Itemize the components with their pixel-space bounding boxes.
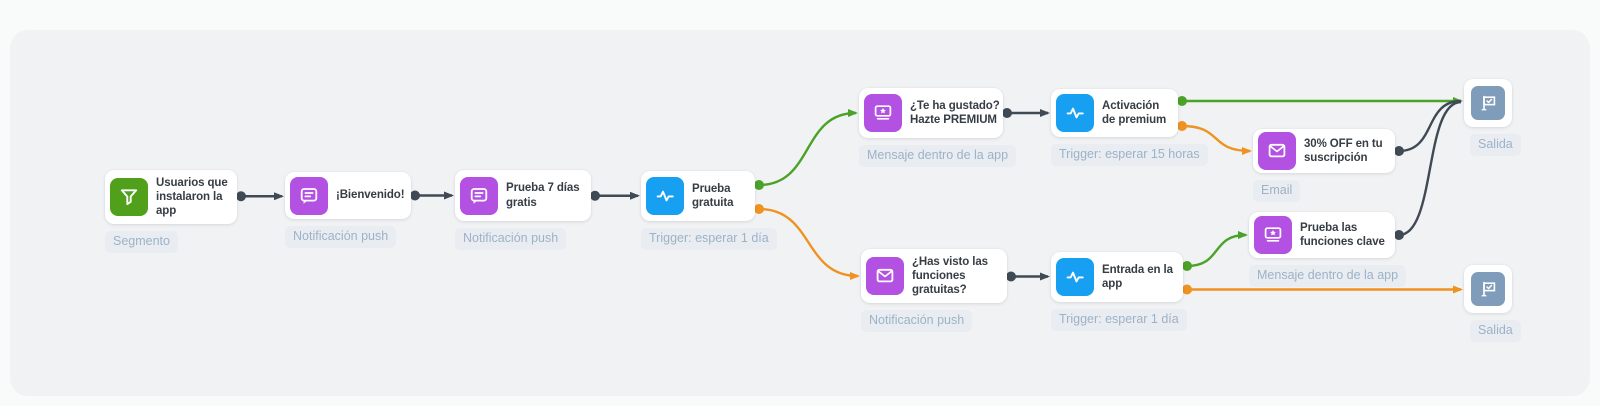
node-type-badge: Salida	[1470, 320, 1521, 342]
filter-icon	[110, 178, 148, 216]
ticket-icon	[1254, 216, 1292, 254]
node-type-badge: Email	[1253, 180, 1301, 202]
edge-premium-activation-to-discount[interactable]	[1181, 124, 1252, 155]
pulse-icon	[1056, 258, 1094, 296]
node-title: Usuarios que instalaron la app	[156, 176, 228, 217]
node-trial7[interactable]: Prueba 7 días gratis	[455, 170, 591, 221]
node-title: ¡Bienvenido!	[336, 189, 405, 202]
chat-icon	[290, 176, 328, 215]
node-exit-bottom[interactable]	[1464, 265, 1512, 313]
node-type-badge: Salida	[1470, 134, 1521, 156]
node-type-badge: Segmento	[105, 231, 178, 253]
edge-key-features-to-exit-top[interactable]	[1398, 100, 1462, 237]
node-type-badge: Notificación push	[861, 310, 973, 332]
node-app-entry[interactable]: Entrada en la app	[1051, 252, 1183, 302]
node-type-badge: Notificación push	[285, 226, 397, 248]
node-title: Prueba 7 días gratis	[506, 182, 580, 209]
node-key-features[interactable]: Prueba las funciones clave	[1249, 212, 1395, 258]
node-segment[interactable]: Usuarios que instalaron la app	[105, 170, 237, 224]
node-exit-top[interactable]	[1464, 79, 1512, 127]
pulse-icon	[1056, 94, 1094, 132]
mail-icon	[866, 257, 904, 295]
ticket-icon	[864, 94, 902, 132]
edge-app-entry-to-key-features[interactable]	[1186, 231, 1248, 268]
node-type-badge: Trigger: esperar 15 horas	[1051, 144, 1208, 166]
node-type-badge: Trigger: esperar 1 día	[641, 228, 777, 250]
node-seen-free[interactable]: ¿Has visto las funciones gratuitas?	[861, 249, 1007, 303]
mail-icon	[1258, 132, 1296, 170]
node-title: 30% OFF en tu suscripción	[1304, 137, 1383, 164]
flag-icon	[1471, 272, 1505, 306]
node-type-badge: Mensaje dentro de la app	[859, 145, 1017, 167]
chat-icon	[460, 176, 498, 215]
node-type-badge: Mensaje dentro de la app	[1249, 265, 1407, 287]
node-title: ¿Has visto las funciones gratuitas?	[912, 255, 988, 296]
node-discount[interactable]: 30% OFF en tu suscripción	[1253, 129, 1395, 173]
node-title: Entrada en la app	[1102, 263, 1173, 290]
node-type-badge: Notificación push	[455, 228, 567, 250]
node-title: Prueba las funciones clave	[1300, 221, 1385, 248]
edge-free-trial-to-seen-free[interactable]	[758, 207, 860, 280]
edge-discount-to-exit-top[interactable]	[1398, 99, 1462, 153]
flag-icon	[1471, 86, 1505, 120]
node-welcome[interactable]: ¡Bienvenido!	[285, 172, 411, 219]
node-free-trial[interactable]: Prueba gratuita	[641, 171, 755, 221]
node-premium-activation[interactable]: Activación de premium	[1051, 89, 1178, 137]
node-liked[interactable]: ¿Te ha gustado? Hazte PREMIUM	[859, 88, 1003, 138]
edge-free-trial-to-liked[interactable]	[758, 109, 858, 187]
node-title: ¿Te ha gustado? Hazte PREMIUM	[910, 99, 1000, 126]
pulse-icon	[646, 177, 684, 215]
node-title: Activación de premium	[1102, 99, 1167, 126]
node-title: Prueba gratuita	[692, 182, 734, 209]
node-type-badge: Trigger: esperar 1 día	[1051, 309, 1187, 331]
